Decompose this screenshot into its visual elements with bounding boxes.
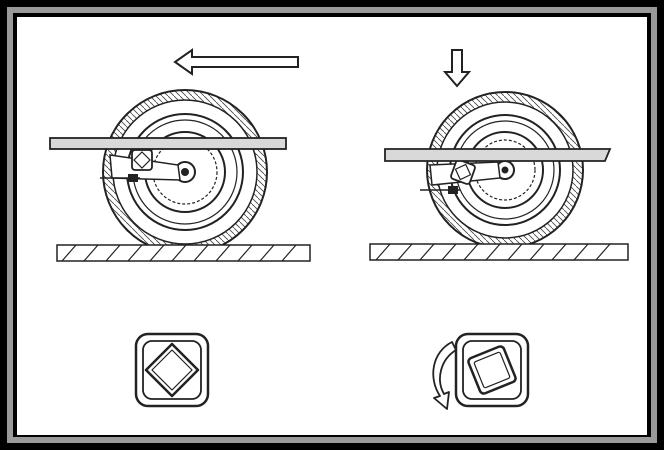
left-beam: [49, 137, 287, 150]
right-panel: [369, 49, 629, 410]
right-beam: [384, 148, 612, 162]
left-arrow-icon: [173, 48, 299, 76]
left-ground: [56, 244, 311, 262]
down-arrow-icon: [442, 49, 472, 88]
rotation-arrow-icon: [432, 341, 457, 410]
right-torsion-element: [454, 332, 530, 408]
left-torsion-element: [134, 332, 210, 408]
right-ground: [369, 243, 629, 261]
left-panel: [49, 48, 311, 408]
